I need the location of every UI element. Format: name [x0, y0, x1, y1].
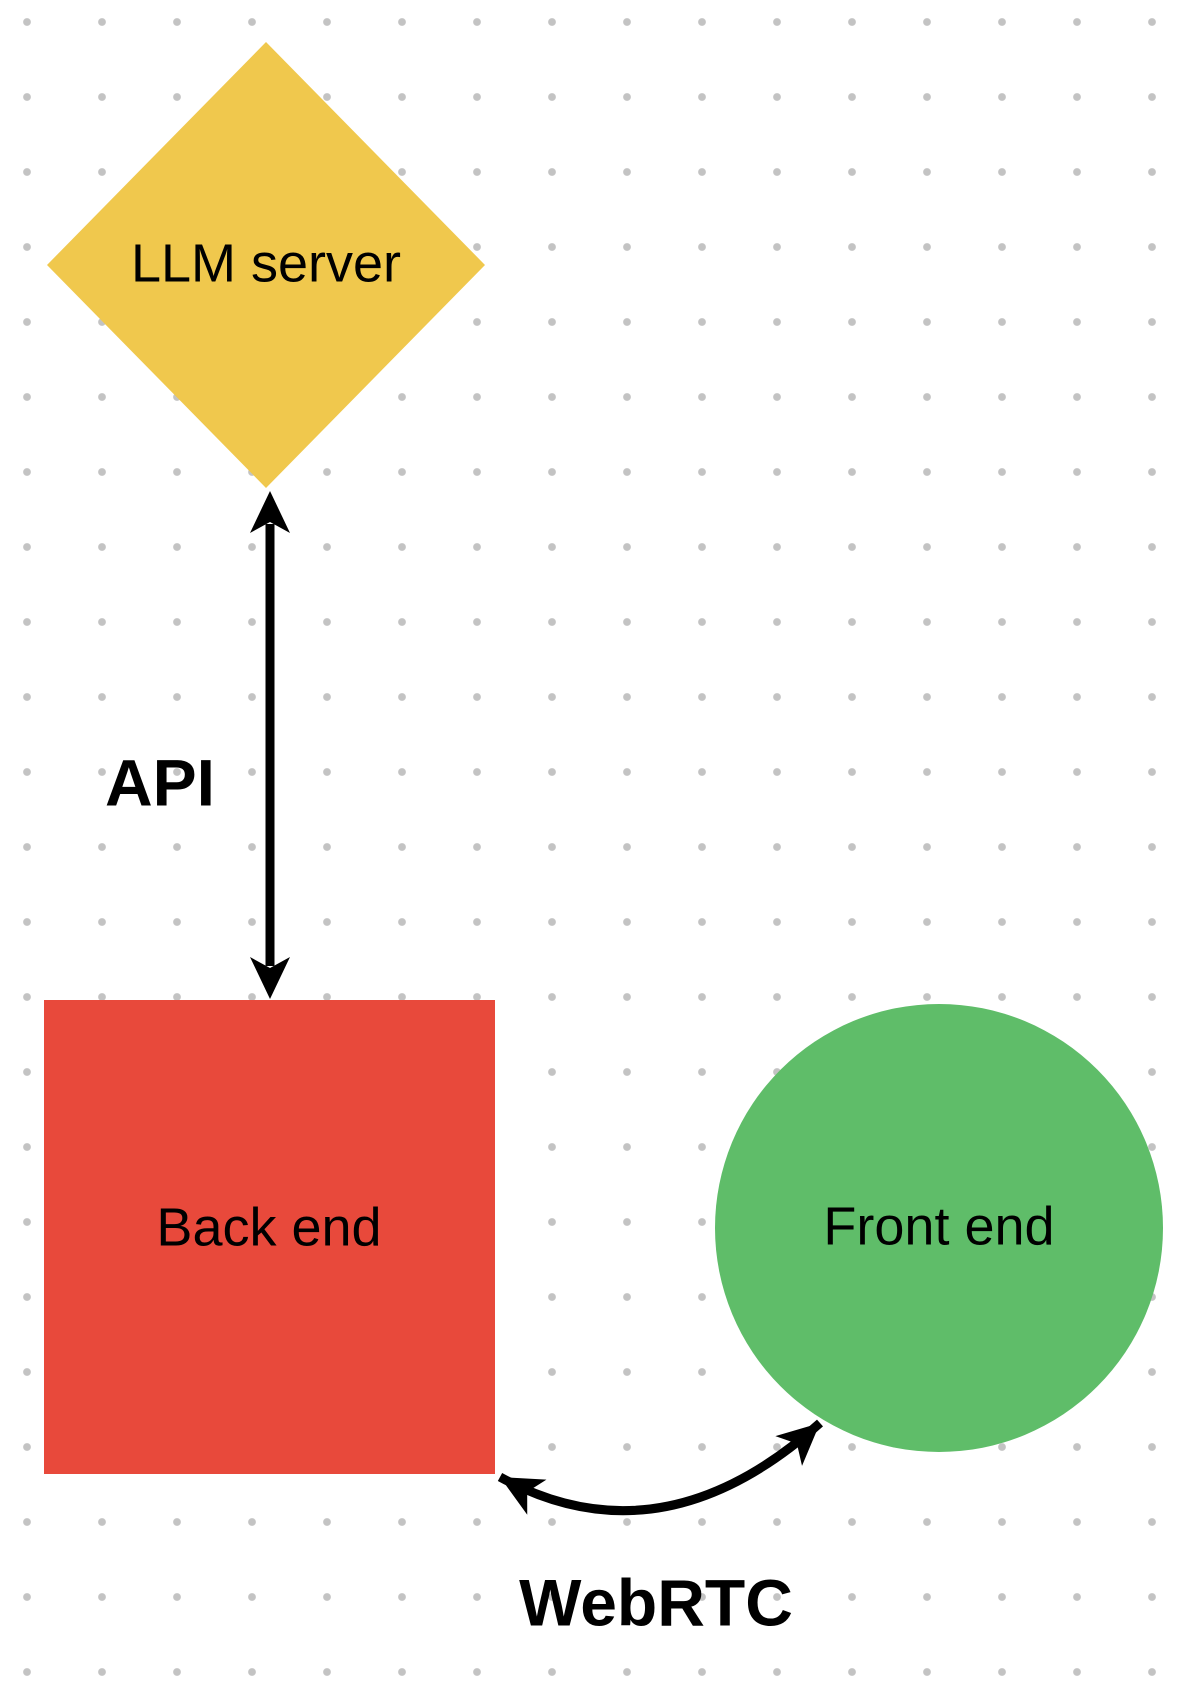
webrtc-arrowhead-left-icon — [500, 1477, 547, 1515]
api-connector-label[interactable]: API — [104, 745, 216, 820]
front-end-label[interactable]: Front end — [823, 1196, 1055, 1257]
webrtc-connector-arrow[interactable] — [490, 1408, 833, 1516]
front-end-circle-shape[interactable] — [715, 1004, 1163, 1452]
webrtc-connector-label[interactable]: WebRTC — [519, 1565, 793, 1640]
api-arrowhead-down-icon — [250, 957, 290, 999]
back-end-label[interactable]: Back end — [156, 1197, 382, 1258]
back-end-square-shape[interactable] — [44, 1000, 495, 1474]
webrtc-arrowhead-right-icon — [775, 1423, 820, 1466]
api-arrowhead-up-icon — [250, 491, 290, 533]
llm-server-label[interactable]: LLM server — [130, 233, 402, 294]
webrtc-arrow-shaft[interactable] — [497, 1419, 823, 1516]
api-connector-arrow[interactable] — [250, 491, 290, 999]
llm-server-diamond-shape[interactable] — [47, 42, 485, 488]
